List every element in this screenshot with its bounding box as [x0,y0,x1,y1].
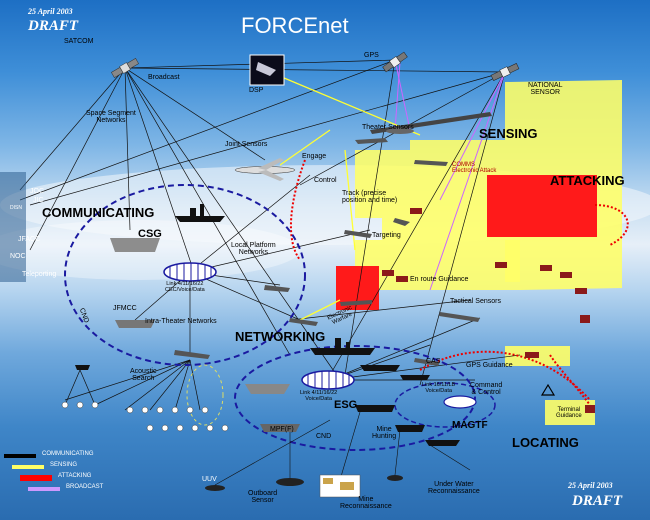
header-date: 25 April 2003 [28,7,73,16]
section-sensing: SENSING [479,126,538,141]
sonobuoy-icons [61,401,229,432]
ground-unit-icons [382,208,595,413]
label-broadcast: Broadcast [148,74,180,81]
header-draft: DRAFT [28,18,79,34]
label-cas: CAS [426,358,441,365]
footer-date: 25 April 2003 [568,481,613,490]
label-cnd-bottom: CND [316,433,332,440]
triangle-icon [540,383,556,396]
section-attacking: ATTACKING [550,173,625,188]
legend-swatch [12,465,44,469]
label-mine-hunting: Mine Hunting [372,426,397,441]
label-gps-guidance: GPS Guidance [466,362,513,369]
label-engage: Engage [302,153,327,160]
esg-ring [234,345,476,451]
label-outboard-sensor: Outboard Sensor [248,490,278,505]
label-en-route: En route Guidance [410,276,469,283]
label-mine-recon: Mine Reconnaissance [340,496,392,511]
left-item-jic: JIC [33,197,44,204]
satcom-satellite-icon [111,58,139,78]
communication-links [19,59,521,411]
label-intra-theater: Intra-Theater Networks [145,318,217,325]
link-hub-csg [163,262,217,282]
legend-label: SENSING [50,462,78,468]
label-command-control: Command & Control [470,382,503,397]
label-targeting: Targeting [372,232,401,239]
underwater-links [214,411,471,486]
label-magtf: MAGTF [452,420,488,431]
national-sensor-satellite-icon [490,63,520,81]
legend-swatch [20,475,52,481]
label-link-magtf: Link 16/11/LB Voice/Data [422,382,456,394]
csg-ring [64,184,306,366]
label-comms: COMMS Electronic Attack [452,162,497,175]
aircraft-icons [174,138,480,366]
label-joint-sensors: Joint Sensors [225,141,268,148]
legend-swatch [4,454,36,458]
page-title: FORCEnet [241,13,349,38]
dsp-satellite-icon [249,54,285,86]
left-item-noc: NOC [10,253,26,260]
link-hub-magtf [443,395,477,409]
legend-label: COMMUNICATING [42,451,94,457]
section-communicating: COMMUNICATING [42,205,155,220]
label-satcom: SATCOM [64,38,94,45]
label-theater-sensors: Theater Sensors [362,124,414,131]
underwater-vehicles [205,475,403,491]
link-hub-esg [301,370,355,390]
label-link-esg: Link 4/11/16/22 Voice/Data [300,390,338,402]
label-csg: CSG [138,228,162,240]
left-item-jfacc: JFACC [18,236,41,243]
left-item-disn: DISN [10,205,22,211]
section-locating: LOCATING [512,435,579,450]
section-networking: NETWORKING [235,329,326,344]
label-jfmcc: JFMCC [113,305,137,312]
mine-recon-plot [319,474,361,498]
label-acoustic-search: Acoustic Search [130,368,157,383]
label-national-sensor: NATIONAL SENSOR [528,82,563,97]
magtf-ring [394,382,496,428]
broadcast-links [394,59,506,291]
acoustic-rings [186,364,224,426]
attacking-links [290,159,629,406]
legend-label: ATTACKING [58,473,92,479]
sensing-region-lower [355,240,520,290]
ship-icons [75,204,460,446]
label-control: Control [314,177,337,184]
gps-satellite-icon [382,51,408,73]
legend: COMMUNICATING SENSING ATTACKING BROADCAS… [4,451,144,495]
footer-draft: DRAFT [572,493,623,509]
label-uuv: UUV [202,476,217,483]
left-item-joc: JOC [30,188,44,195]
label-mpf: MPF(F) [270,426,294,433]
joint-sensors-aircraft-icon [234,158,296,181]
label-tactical-sensors: Tactical Sensors [450,298,501,305]
label-gps: GPS [364,52,379,59]
label-link-csg: Link 4/11/16/22 CEC/Voice/Data [165,281,205,293]
label-terminal-guidance: Terminal Guidance [556,407,582,420]
legend-swatch [28,487,60,491]
label-dsp: DSP [249,87,264,94]
label-underwater-recon: Under Water Reconnaissance [428,481,480,496]
label-space-segment: Space Segment Networks [86,110,136,125]
attacking-block [487,175,597,237]
label-local-platform: Local Platform Networks [231,242,276,257]
left-item-teleporting: Teleporting [22,271,57,278]
legend-label: BROADCAST [66,484,104,490]
left-panel [0,172,26,282]
label-track: Track (precise position and time) [342,190,398,205]
theater-sensors-uav-icon [370,112,492,134]
label-esg: ESG [334,399,358,411]
